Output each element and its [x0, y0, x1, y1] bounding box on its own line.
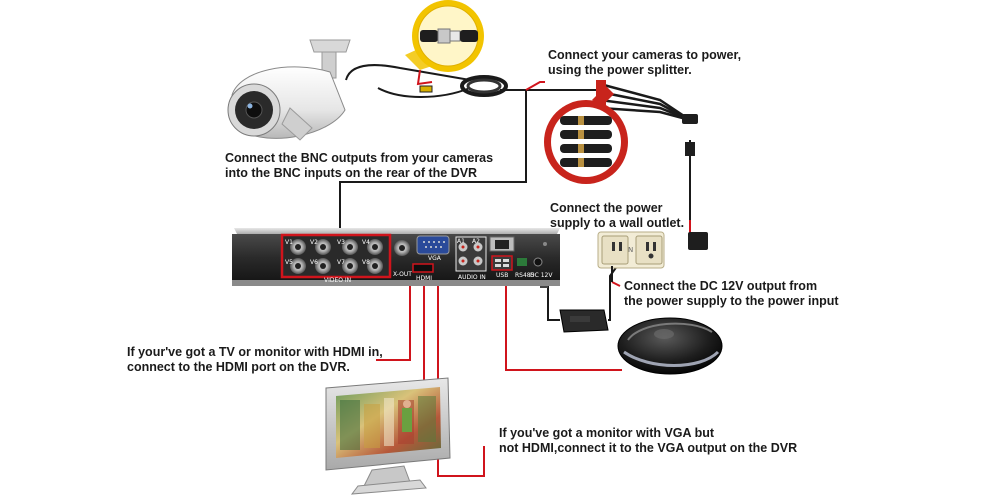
instruction-vga-line2: not HDMI,connect it to the VGA output on… [499, 441, 798, 455]
guide-power-splitter [525, 81, 545, 91]
instruction-dc-output-line2: the power supply to the power input [624, 294, 839, 308]
vga-port [416, 235, 450, 255]
vga-port-label: VGA [428, 255, 442, 262]
guide-yellow-zoom [416, 69, 433, 86]
audio-in-label: AUDIO IN [458, 274, 486, 281]
label-v7: V7 [337, 259, 345, 266]
instruction-hdmi-line2: connect to the HDMI port on the DVR. [127, 360, 350, 374]
bnc-connector-zoom [405, 0, 484, 72]
x-out-label: X-OUT [393, 271, 412, 278]
instruction-vga: If you've got a monitor with VGA but not… [499, 426, 797, 456]
label-v8: V8 [362, 259, 370, 266]
dc-power-cable [547, 261, 621, 321]
label-v4: V4 [362, 239, 370, 246]
instruction-power-splitter-line1: Connect your cameras to power, [548, 48, 742, 62]
instruction-wall-outlet: Connect the power supply to a wall outle… [550, 201, 684, 231]
usb-mouse [617, 317, 723, 375]
label-v2: V2 [310, 239, 318, 246]
dvr-recorder: V1 V2 V3 V4 V5 V6 V7 V8 VIDEO IN X-OUT H… [232, 228, 560, 286]
label-v6: V6 [310, 259, 318, 266]
guide-hdmi [376, 268, 411, 361]
video-in-label: VIDEO IN [324, 277, 351, 284]
label-a2: A2 [472, 238, 480, 245]
hdmi-port-label: HDMI [416, 275, 432, 282]
dc12v-label: DC 12V [530, 272, 553, 279]
usb-ports [491, 255, 513, 271]
instruction-dc-output-line1: Connect the DC 12V output from [624, 279, 818, 293]
video-cable [339, 64, 527, 235]
instruction-power-splitter: Connect your cameras to power, using the… [548, 48, 741, 78]
bullet-camera [227, 39, 351, 141]
guide-dc-output [611, 281, 621, 287]
instruction-hdmi-line1: If your've got a TV or monitor with HDMI… [127, 345, 383, 359]
usb-label: USB [496, 272, 508, 279]
guide-vga [437, 262, 485, 477]
instruction-wall-outlet-line1: Connect the power [550, 201, 663, 215]
instruction-dc-output: Connect the DC 12V output from the power… [624, 279, 839, 309]
splitter-zoom [544, 86, 628, 184]
rs485-label: RS485 [515, 272, 535, 279]
wall-outlet: N [597, 231, 665, 282]
instruction-bnc: Connect the BNC outputs from your camera… [225, 151, 493, 181]
label-v5: V5 [285, 259, 293, 266]
label-a1: A1 [457, 238, 465, 245]
guide-usb-mouse [505, 276, 622, 371]
monitor [325, 377, 451, 495]
instruction-power-splitter-line2: using the power splitter. [548, 63, 692, 77]
instruction-vga-line1: If you've got a monitor with VGA but [499, 426, 715, 440]
cable-coil [419, 75, 508, 97]
instruction-bnc-line2: into the BNC inputs on the rear of the D… [225, 166, 478, 180]
instruction-hdmi: If your've got a TV or monitor with HDMI… [127, 345, 383, 375]
label-v1: V1 [285, 239, 293, 246]
instruction-wall-outlet-line2: supply to a wall outlet. [550, 216, 685, 230]
label-v3: V3 [337, 239, 345, 246]
instruction-bnc-line1: Connect the BNC outputs from your camera… [225, 151, 494, 165]
hdmi-port [412, 263, 434, 273]
outlet-n-label: N [628, 246, 633, 254]
bnc-inputs [290, 239, 383, 274]
